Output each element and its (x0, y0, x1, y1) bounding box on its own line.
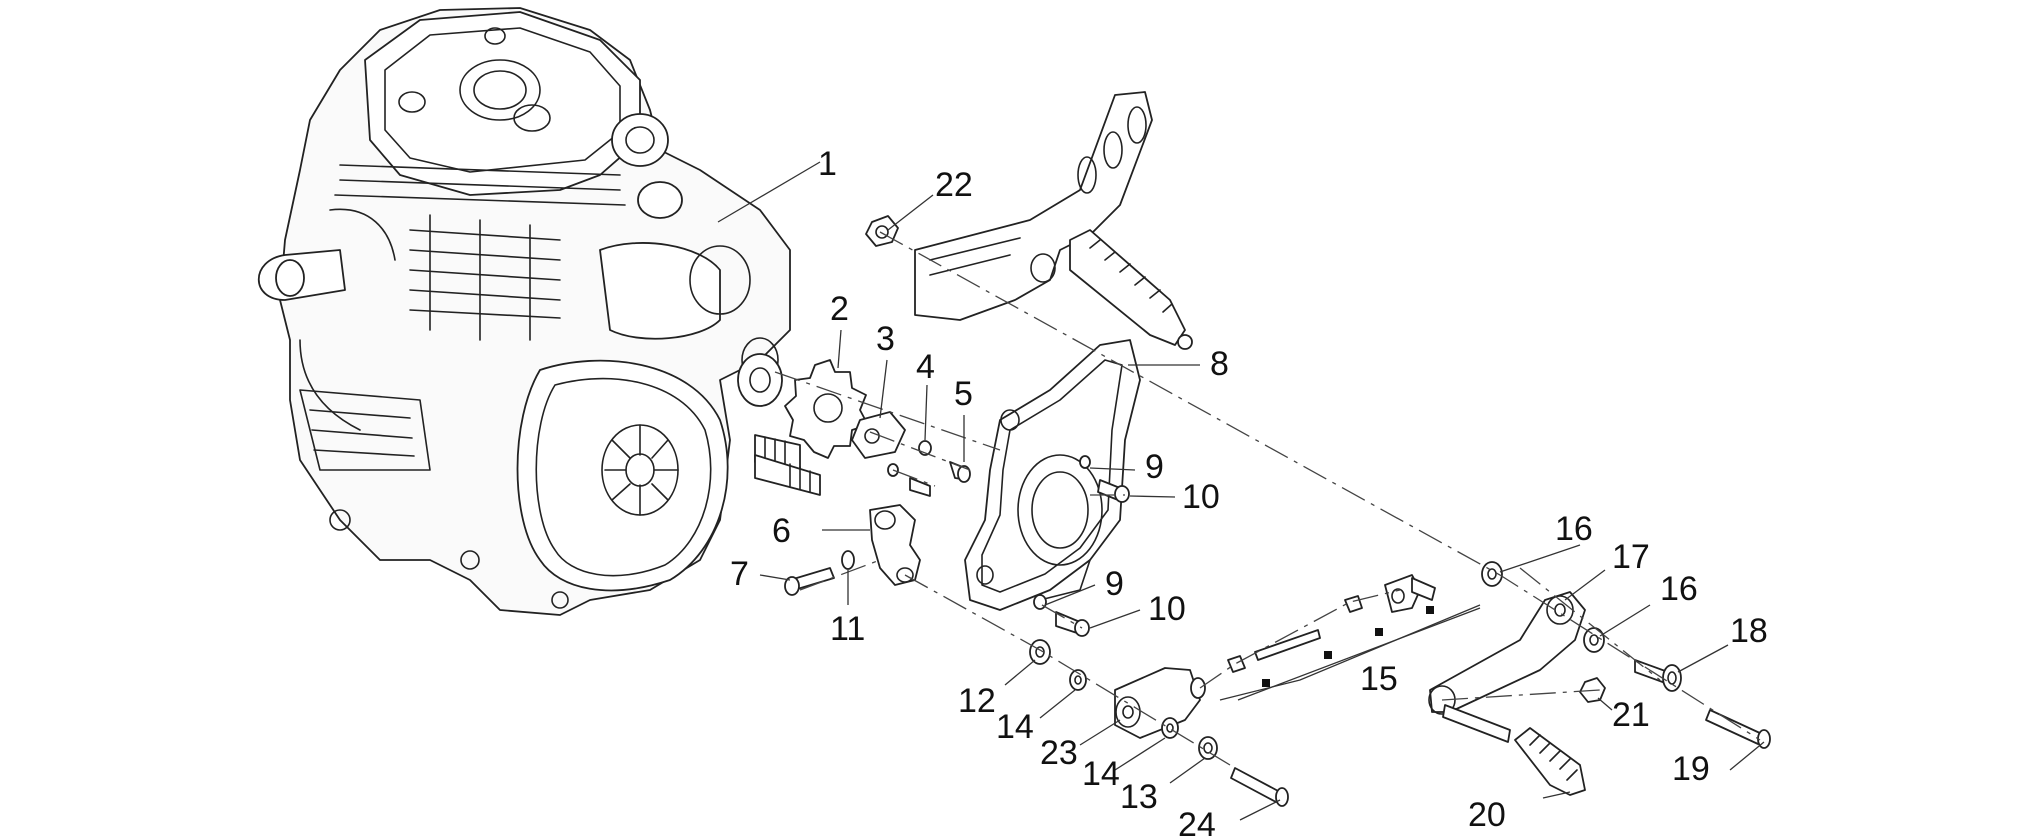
callout-23: 23 (1040, 734, 1078, 772)
callout-17: 17 (1612, 538, 1650, 576)
assembly-axis-lines (774, 231, 1761, 766)
callout-bracket-15 (1219, 604, 1481, 701)
callout-labels: 1 2 3 4 5 6 7 8 9 9 10 10 11 12 13 14 14… (730, 145, 1768, 840)
shift-arm-washer (841, 550, 855, 570)
callout-21: 21 (1612, 696, 1650, 734)
callout-20: 20 (1468, 796, 1506, 834)
callout-13: 13 (1120, 778, 1158, 816)
callout-4: 4 (916, 348, 935, 386)
callout-12: 12 (958, 682, 996, 720)
shift-arm-bolt (784, 567, 835, 596)
callout-10-lower: 10 (1148, 590, 1186, 628)
callout-11: 11 (830, 610, 865, 648)
callout-9-lower: 9 (1105, 565, 1124, 603)
leader-lines (717, 161, 1765, 821)
shift-pedal-rubber (1514, 727, 1586, 796)
callout-9-upper: 9 (1145, 448, 1164, 486)
callout-15: 15 (1360, 660, 1398, 698)
retainer-bolt-5 (949, 461, 971, 483)
footpeg (1069, 229, 1193, 350)
callout-16-upper: 16 (1555, 510, 1593, 548)
callout-8: 8 (1210, 345, 1229, 383)
bushing-12 (1029, 639, 1051, 665)
front-sprocket (784, 359, 869, 459)
callout-5: 5 (954, 375, 973, 413)
callout-3: 3 (876, 320, 895, 358)
callout-2: 2 (830, 290, 849, 328)
linkage-rod-assembly (1227, 574, 1436, 673)
callout-19: 19 (1672, 750, 1710, 788)
footpeg-bracket (914, 91, 1153, 321)
callout-6: 6 (772, 512, 791, 550)
callout-16-lower: 16 (1660, 570, 1698, 608)
pivot-block (1114, 667, 1206, 739)
washer-14-lower (1161, 717, 1179, 739)
callout-10-upper: 10 (1182, 478, 1220, 516)
washer-14-upper (1069, 669, 1087, 691)
marker-square (1324, 651, 1332, 659)
sprocket-cover (964, 339, 1141, 611)
bolt-19 (1705, 709, 1771, 749)
marker-square (1375, 628, 1383, 636)
callout-22: 22 (935, 166, 973, 204)
callout-7: 7 (730, 555, 749, 593)
washer-16-lower (1583, 627, 1605, 653)
callout-24: 24 (1178, 806, 1216, 840)
callout-14-upper: 14 (996, 708, 1034, 746)
bushing-13 (1198, 736, 1218, 760)
engine-assembly (258, 7, 801, 616)
callout-18: 18 (1730, 612, 1768, 650)
small-washer-bolt (887, 463, 931, 497)
callout-1: 1 (818, 145, 837, 183)
gear-shift-lever-arm (869, 504, 921, 586)
marker-square (1262, 679, 1270, 687)
marker-square (1426, 606, 1434, 614)
bracket-nut (865, 215, 899, 247)
callout-14-lower: 14 (1082, 755, 1120, 793)
output-shaft-spline (754, 454, 821, 496)
